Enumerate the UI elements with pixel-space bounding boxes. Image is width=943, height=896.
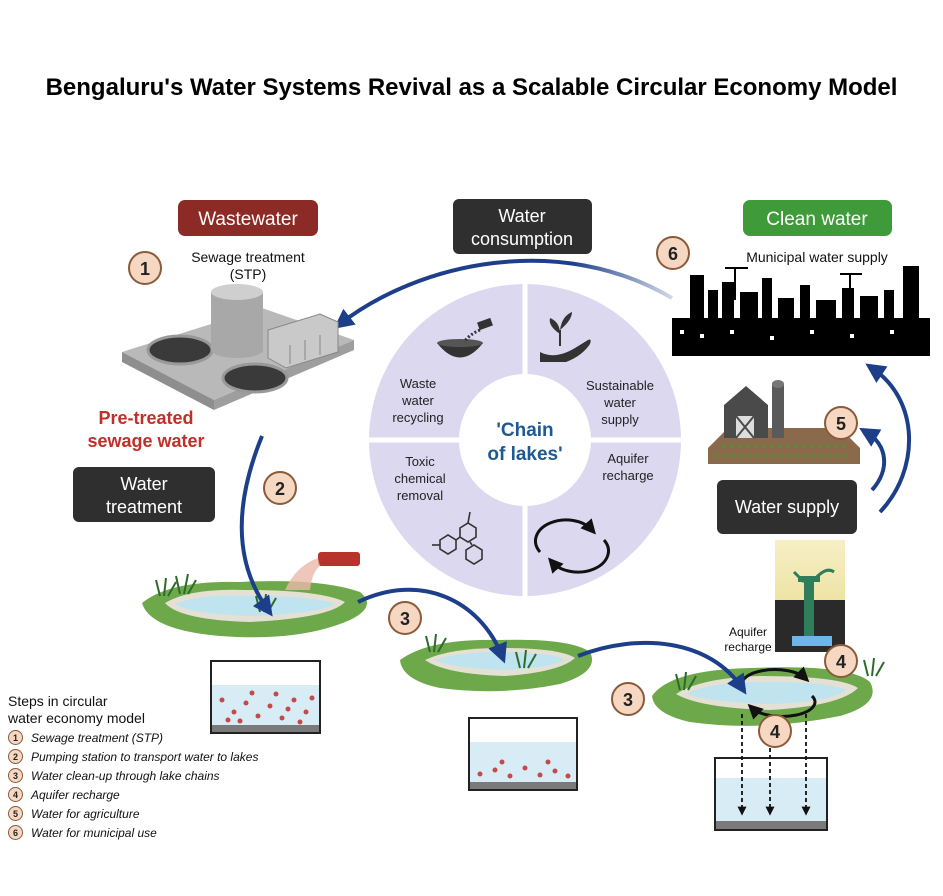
step-circle-3b: 3 [611, 682, 645, 716]
svg-text:3: 3 [400, 609, 410, 629]
step-circle-1: 1 [128, 251, 162, 285]
svg-text:3: 3 [623, 690, 633, 710]
farm [708, 380, 860, 464]
legend-number: 3 [8, 768, 23, 783]
water-tank-3 [714, 757, 828, 831]
supply-to-city-arrow [865, 363, 911, 514]
stp-to-lake1-arrow [239, 435, 273, 617]
wheel-q2-line2: water [603, 395, 636, 410]
clean-water-badge: Clean water [743, 200, 892, 236]
hand-pump-well [775, 540, 845, 652]
city-skyline [672, 266, 930, 356]
wastewater-badge: Wastewater [178, 200, 318, 236]
step-circle-2: 2 [263, 471, 297, 505]
legend-item: 1 Sewage treatment (STP) [8, 728, 328, 747]
pretreated-label-line1: Pre-treated [98, 408, 193, 428]
wheel-q3-line1: Toxic [405, 454, 435, 469]
wheel-q4-line2: recharge [602, 468, 653, 483]
legend-text: Sewage treatment (STP) [31, 730, 164, 745]
supply-to-farm-arrow [859, 427, 887, 492]
svg-text:Wastewater: Wastewater [198, 209, 298, 230]
legend-number: 6 [8, 825, 23, 840]
svg-text:4: 4 [770, 722, 780, 742]
step-circle-4a: 4 [824, 644, 858, 678]
wastewater-bowl-icon [437, 317, 493, 358]
sewage-label-line2: (STP) [230, 266, 267, 282]
svg-text:treatment: treatment [106, 497, 182, 517]
legend-text: Pumping station to transport water to la… [31, 749, 259, 764]
legend-item: 4 Aquifer recharge [8, 785, 328, 804]
wheel-q2-line1: Sustainable [586, 378, 654, 393]
legend-number: 2 [8, 749, 23, 764]
legend-number: 5 [8, 806, 23, 821]
sewage-label-line1: Sewage treatment [191, 249, 305, 265]
legend-item: 3 Water clean-up through lake chains [8, 766, 328, 785]
steps-legend: Steps in circular water economy model 1 … [8, 693, 328, 842]
step-circle-3a: 3 [388, 601, 422, 635]
wheel-q1-line1: Waste [400, 376, 436, 391]
lake-3 [652, 667, 873, 726]
water-supply-badge: Water supply [717, 480, 857, 534]
legend-item: 5 Water for agriculture [8, 804, 328, 823]
svg-text:Water: Water [120, 474, 167, 494]
step-circle-5: 5 [824, 406, 858, 440]
wheel-center-line1: 'Chain [496, 420, 553, 441]
svg-text:5: 5 [836, 414, 846, 434]
diagram-title: Bengaluru's Water Systems Revival as a S… [45, 74, 898, 101]
sewage-treatment-plant [122, 284, 354, 410]
wheel-q4-line1: Aquifer [607, 451, 649, 466]
step-circle-4b: 4 [758, 714, 792, 748]
water-treatment-badge: Water treatment [73, 467, 215, 522]
svg-text:Clean water: Clean water [766, 209, 868, 230]
wheel-q3-line2: chemical [394, 471, 445, 486]
svg-text:consumption: consumption [471, 229, 573, 249]
municipal-label: Municipal water supply [746, 249, 888, 265]
legend-number: 1 [8, 730, 23, 745]
water-tank-1 [210, 660, 321, 734]
water-consumption-badge: Water consumption [453, 199, 592, 254]
molecule-icon [432, 511, 483, 565]
wheel-q1-line2: water [401, 393, 434, 408]
legend-text: Water for agriculture [31, 806, 140, 821]
svg-text:6: 6 [668, 244, 678, 264]
svg-text:Water: Water [498, 206, 545, 226]
svg-text:1: 1 [140, 259, 150, 279]
wheel-center-line2: of lakes' [487, 444, 562, 465]
legend-item: 2 Pumping station to transport water to … [8, 747, 328, 766]
wheel-q3-line3: removal [397, 488, 443, 503]
lake1-to-lake2-arrow [357, 587, 507, 664]
aquifer-label-line1: Aquifer [729, 625, 767, 639]
legend-heading-line1: Steps in circular [8, 693, 108, 709]
legend-text: Water clean-up through lake chains [31, 768, 220, 783]
wheel-q2-line3: supply [601, 412, 639, 427]
cycle-arrows-icon [534, 518, 610, 574]
water-tank-2 [468, 717, 578, 791]
legend-text: Water for municipal use [31, 825, 157, 840]
svg-text:2: 2 [275, 479, 285, 499]
legend-item: 6 Water for municipal use [8, 823, 328, 842]
aquifer-label-line2: recharge [724, 640, 772, 654]
step-circle-6: 6 [656, 236, 690, 270]
hand-plant-icon [540, 312, 591, 362]
lake-1 [142, 581, 368, 638]
pipe-outlet [285, 552, 360, 590]
svg-text:4: 4 [836, 652, 846, 672]
chain-of-lakes-wheel: 'Chain of lakes' Waste water recycling S… [369, 284, 681, 596]
legend-text: Aquifer recharge [31, 787, 120, 802]
pretreated-label-line2: sewage water [87, 431, 204, 451]
legend-heading-line2: water economy model [8, 710, 145, 726]
consumption-arrow [333, 258, 674, 329]
legend-number: 4 [8, 787, 23, 802]
wheel-q1-line3: recycling [392, 410, 443, 425]
lake2-to-lake3-arrow [577, 640, 747, 695]
svg-text:Water supply: Water supply [735, 497, 839, 517]
